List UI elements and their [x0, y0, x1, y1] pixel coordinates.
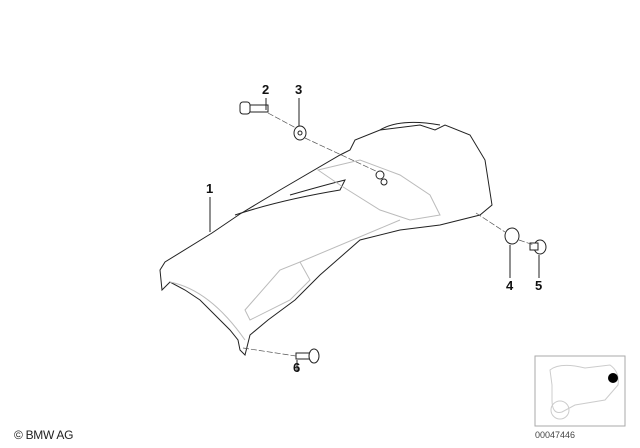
callout-6: 6	[293, 360, 301, 375]
leader-lines	[209, 98, 540, 372]
callout-3: 3	[295, 82, 303, 97]
callout-4: 4	[506, 278, 514, 293]
assembly-lines	[242, 112, 535, 357]
motorcycle-thumbnail	[534, 355, 626, 427]
rear-mudguard-part	[159, 121, 493, 356]
image-number: 00047446	[535, 430, 576, 440]
bolt-head	[239, 101, 251, 115]
fastener-parts	[239, 101, 547, 364]
mudguard-inner-detail	[169, 159, 441, 341]
location-marker	[608, 373, 618, 383]
callout-2: 2	[262, 82, 270, 97]
callout-5: 5	[535, 278, 543, 293]
callout-1: 1	[206, 181, 214, 196]
bolt-shaft	[249, 104, 269, 113]
copyright: © BMW AG	[14, 428, 74, 442]
grommet	[504, 227, 520, 245]
